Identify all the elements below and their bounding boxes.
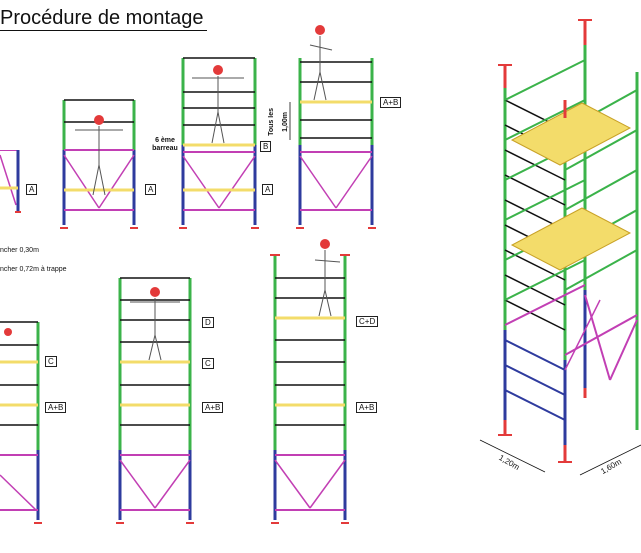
- stage-1-scaffold: [0, 150, 21, 213]
- label-stage6-c: C: [202, 358, 214, 369]
- label-stage3-b: B: [260, 141, 272, 152]
- stage-3-scaffold: [179, 57, 259, 229]
- label-stage6-ab: A+B: [202, 402, 224, 413]
- stage-5-scaffold: [0, 321, 42, 524]
- stage-2-scaffold: [60, 99, 138, 229]
- isometric-tower: [479, 19, 641, 476]
- label-stage7-ab: A+B: [356, 402, 378, 413]
- label-stage4-ab: A+B: [380, 97, 402, 108]
- sixth-rung-line1: 6 ème: [155, 137, 175, 144]
- all-the-annotation: Tous les: [268, 108, 275, 136]
- label-stage5-c: C: [45, 356, 57, 367]
- stage-4-scaffold: [289, 25, 376, 229]
- note-floor-030: ncher 0,30m: [0, 247, 39, 254]
- label-stage2-a: A: [145, 184, 157, 195]
- stage-6-scaffold: [116, 277, 194, 524]
- label-stage3-a: A: [262, 184, 274, 195]
- label-stage5-ab: A+B: [45, 402, 67, 413]
- note-floor-072: ncher 0,72m à trappe: [0, 266, 67, 273]
- label-stage6-d: D: [202, 317, 214, 328]
- height-annotation: 1,00m: [282, 112, 289, 132]
- sixth-rung-annotation: 6 ème barreau: [148, 137, 182, 153]
- sixth-rung-line2: barreau: [152, 145, 178, 152]
- label-stage1-a: A: [26, 184, 38, 195]
- stage-7-scaffold: [270, 239, 350, 524]
- label-stage7-cd: C+D: [356, 316, 379, 327]
- page-title: Procédure de montage: [0, 6, 208, 31]
